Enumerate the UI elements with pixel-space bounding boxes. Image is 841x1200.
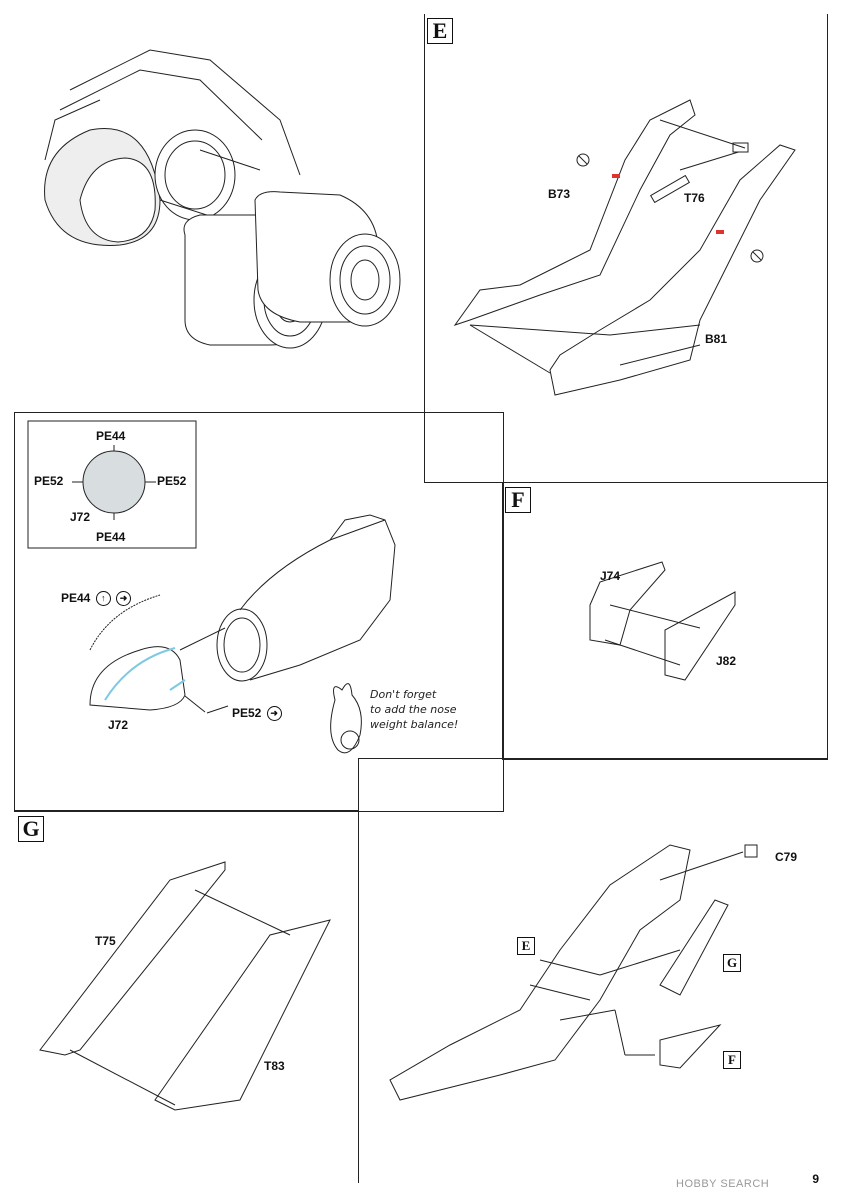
part-label-j82: J82 (716, 654, 737, 668)
part-label-t83: T83 (264, 1059, 285, 1073)
nose-panel-frame (14, 412, 504, 812)
note-line-3: weight balance! (370, 718, 459, 731)
note-line-1: Don't forget (370, 688, 437, 701)
panel-g-letter: G (18, 816, 44, 842)
part-label-b73: B73 (548, 187, 571, 201)
pe-inset-drawing (27, 420, 197, 549)
part-label-b81: B81 (705, 332, 728, 346)
panel-f-letter: F (505, 487, 531, 513)
inset-label-pe52-right: PE52 (157, 474, 187, 488)
panel-g-drawing (39, 861, 331, 1111)
panel-e-letter: E (427, 18, 453, 44)
part-label-pe44: PE44 ↑ ➜ (61, 591, 132, 607)
glue-icon: ➜ (116, 591, 132, 607)
bend-icon: ↑ (95, 591, 111, 607)
assembly-panel-frame (358, 758, 827, 1183)
ref-box-e: E (517, 937, 535, 955)
note-line-2: to add the nose (370, 703, 457, 716)
nose-drawing (89, 514, 396, 754)
part-label-j74: J74 (600, 569, 621, 583)
ref-box-g: G (723, 954, 741, 972)
inset-label-j72: J72 (70, 510, 91, 524)
glue-icon: ➜ (266, 706, 282, 722)
pe52-text: PE52 (232, 706, 262, 720)
nose-weight-note: Don't forget to add the nose weight bala… (370, 687, 490, 732)
part-label-j72: J72 (108, 718, 129, 732)
part-label-t75: T75 (95, 934, 116, 948)
panel-e-drawing (453, 99, 796, 396)
inset-label-pe52-left: PE52 (34, 474, 64, 488)
part-label-c79: C79 (775, 850, 798, 864)
ref-box-f: F (723, 1051, 741, 1069)
part-label-t76: T76 (684, 191, 705, 205)
assembly-drawing (389, 844, 758, 1101)
inset-label-pe44-top: PE44 (96, 429, 126, 443)
panel-f-frame (502, 482, 828, 760)
engine-drawing (44, 49, 401, 349)
panel-f-drawing (589, 561, 736, 681)
page-number: 9 (812, 1172, 819, 1186)
pe44-text: PE44 (61, 591, 91, 605)
part-label-pe52: PE52 ➜ (232, 706, 282, 722)
inset-label-pe44-bottom: PE44 (96, 530, 126, 544)
watermark: HOBBY SEARCH (676, 1178, 770, 1190)
